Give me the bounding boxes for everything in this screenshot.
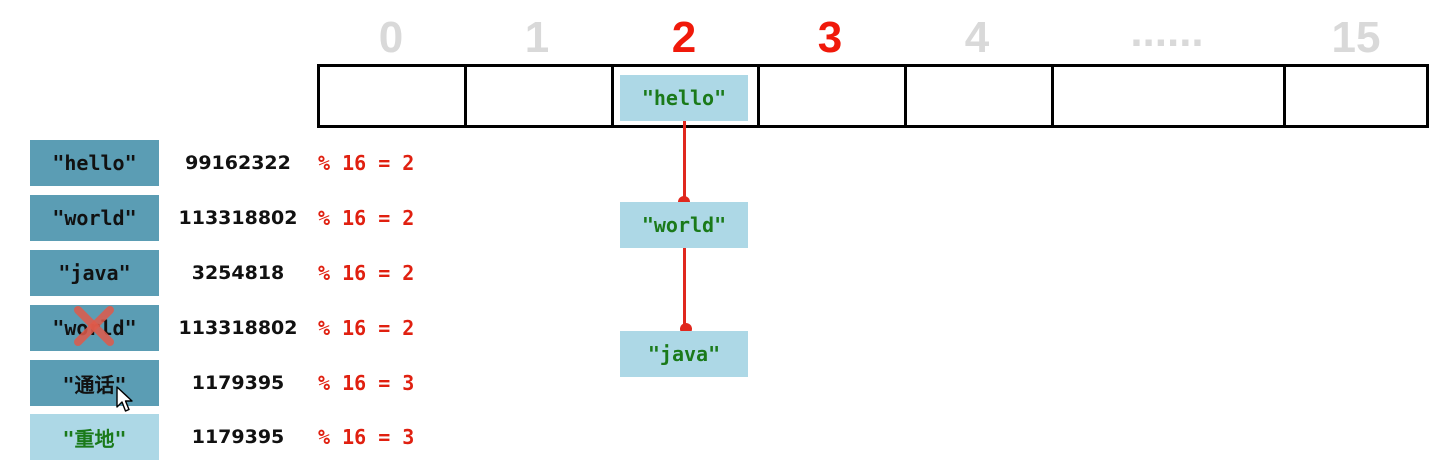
hash-value: 99162322 xyxy=(185,152,291,174)
modulo-result: % 16 = 2 xyxy=(318,206,415,230)
hash-value: 1179395 xyxy=(191,426,285,448)
hash-value: 1179395 xyxy=(191,372,285,394)
bucket-node-java: "java" xyxy=(620,331,748,377)
hash-value: 3254818 xyxy=(191,262,285,284)
array-cell-ellipsis xyxy=(1051,64,1286,128)
array-index-2: 2 xyxy=(671,13,697,62)
key-box: "通话" xyxy=(30,360,159,406)
array-cell-0 xyxy=(317,64,467,128)
chain-link-hello-world xyxy=(683,121,686,203)
array-index-15: 15 xyxy=(1331,13,1381,62)
key-box: "java" xyxy=(30,250,159,296)
hash-value: 113318802 xyxy=(178,207,298,229)
modulo-result: % 16 = 2 xyxy=(318,261,415,285)
array-index-4: 4 xyxy=(964,13,990,62)
modulo-result: % 16 = 2 xyxy=(318,316,415,340)
modulo-result: % 16 = 3 xyxy=(318,425,415,449)
array-index-0: 0 xyxy=(378,13,404,62)
array-index-ellipsis: ...... xyxy=(1130,7,1204,56)
key-box: "world" xyxy=(30,195,159,241)
array-index-1: 1 xyxy=(524,13,550,62)
array-cell-1 xyxy=(464,64,614,128)
key-box: "hello" xyxy=(30,140,159,186)
key-box-active: "重地" xyxy=(30,414,159,460)
mouse-cursor-icon xyxy=(116,386,133,412)
modulo-result: % 16 = 3 xyxy=(318,371,415,395)
modulo-result: % 16 = 2 xyxy=(318,151,415,175)
removed-cross-icon xyxy=(74,306,114,346)
hash-value: 113318802 xyxy=(178,317,298,339)
array-cell-4 xyxy=(904,64,1054,128)
array-cell-3 xyxy=(757,64,907,128)
bucket-node-hello: "hello" xyxy=(620,75,748,121)
chain-link-world-java xyxy=(683,247,686,330)
array-cell-15 xyxy=(1283,64,1429,128)
bucket-node-world: "world" xyxy=(620,202,748,248)
array-index-3: 3 xyxy=(817,13,843,62)
